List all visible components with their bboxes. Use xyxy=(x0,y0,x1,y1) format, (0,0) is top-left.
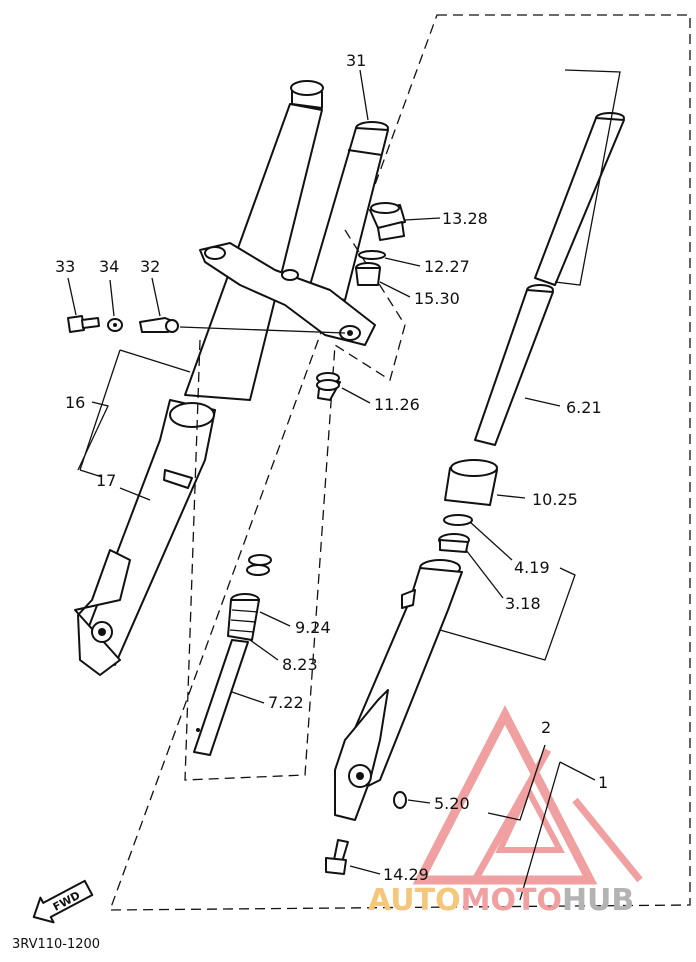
callout-17: 17 xyxy=(96,471,116,490)
watermark-hub: HUB xyxy=(562,883,634,918)
right-fork-parts xyxy=(325,112,625,875)
callout-4-19: 4.19 xyxy=(514,558,550,577)
callout-34: 34 xyxy=(99,257,119,276)
callout-8-23: 8.23 xyxy=(282,655,318,674)
callout-11-26: 11.26 xyxy=(374,395,420,414)
left-fork-leg xyxy=(74,80,324,676)
watermark-auto: AUTO xyxy=(368,883,461,918)
callout-6-21: 6.21 xyxy=(566,398,602,417)
callout-7-22: 7.22 xyxy=(268,693,304,712)
steering-stem xyxy=(199,121,389,346)
callout-5-20: 5.20 xyxy=(434,794,470,813)
callout-labels: 31 33 34 32 13.28 12.27 15.30 11.26 16 1… xyxy=(55,51,608,884)
callout-10-25: 10.25 xyxy=(532,490,578,509)
fwd-arrow: FWD xyxy=(32,879,94,924)
watermark-text: AUTOMOTOHUB xyxy=(368,883,634,918)
callout-1: 1 xyxy=(598,773,608,792)
callout-15-30: 15.30 xyxy=(414,289,460,308)
damper-rod-spring xyxy=(193,372,341,756)
watermark-moto: MOTO xyxy=(461,883,562,918)
callout-9-24: 9.24 xyxy=(295,618,331,637)
callout-31: 31 xyxy=(346,51,366,70)
callout-16: 16 xyxy=(65,393,85,412)
callout-2: 2 xyxy=(541,718,551,737)
bolt-washer-clamp xyxy=(67,315,346,334)
cap-bolt-oring-spacer xyxy=(355,202,406,286)
diagram-code: 3RV110-1200 xyxy=(12,937,100,952)
callout-12-27: 12.27 xyxy=(424,257,470,276)
callout-33: 33 xyxy=(55,257,75,276)
callout-14-29: 14.29 xyxy=(383,865,429,884)
watermark-logo xyxy=(412,705,643,885)
callout-3-18: 3.18 xyxy=(505,594,541,613)
callout-13-28: 13.28 xyxy=(442,209,488,228)
leader-lines xyxy=(67,69,621,901)
callout-32: 32 xyxy=(140,257,160,276)
group-outline xyxy=(184,229,406,781)
assembly-boundary xyxy=(109,14,691,911)
